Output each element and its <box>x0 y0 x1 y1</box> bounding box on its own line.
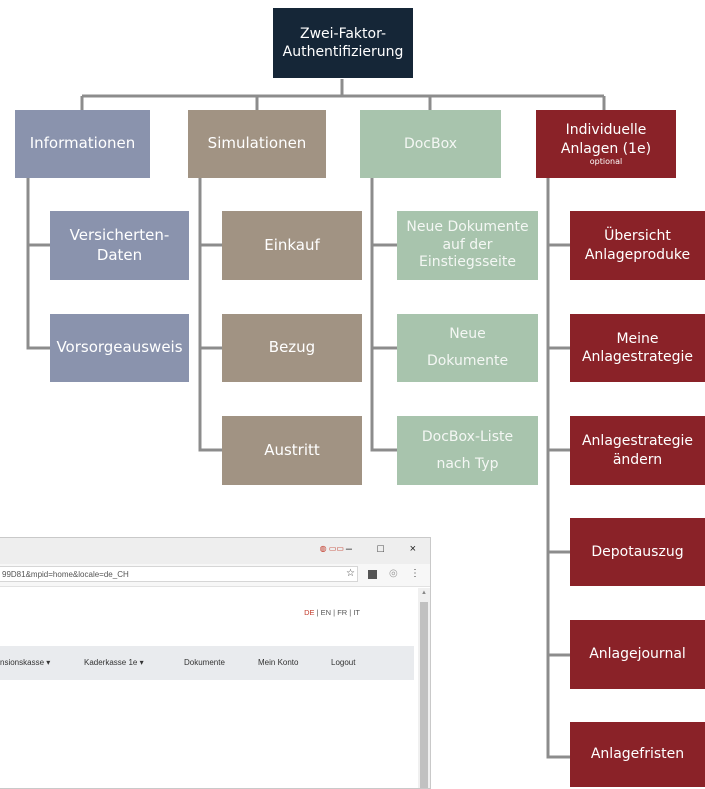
node-anlagefristen: Anlagefristen <box>570 722 705 787</box>
node-austritt: Austritt <box>222 416 362 485</box>
node-informationen: Informationen <box>15 110 150 178</box>
nav-dokumente[interactable]: Dokumente <box>184 658 225 667</box>
node-bezug: Bezug <box>222 314 362 382</box>
node-individuelle-anlagen-label: Individuelle Anlagen (1e) <box>560 122 652 157</box>
extension-badge-icon[interactable]: ◍ ▭▭ <box>319 544 344 553</box>
browser-titlebar: ◍ ▭▭ – □ × <box>0 538 430 564</box>
scroll-up-icon[interactable]: ▲ <box>421 590 427 596</box>
node-uebersicht-anlageprodukte: Übersicht Anlageproduke <box>570 211 705 280</box>
site-navigation: nsionskasse ▾ Kaderkasse 1e ▾ Dokumente … <box>0 646 414 680</box>
extension-icon[interactable] <box>368 570 377 579</box>
node-vorsorgeausweis: Vorsorgeausweis <box>50 314 189 382</box>
close-icon[interactable]: × <box>409 543 416 555</box>
maximize-icon[interactable]: □ <box>377 543 384 555</box>
nav-logout[interactable]: Logout <box>331 658 356 667</box>
node-individuelle-anlagen-optional: optional <box>589 157 623 167</box>
node-neue-dokumente-einstiegsseite: Neue Dokumente auf der Einstiegsseite <box>397 211 538 280</box>
node-individuelle-anlagen: Individuelle Anlagen (1e) optional <box>536 110 676 178</box>
nav-mein-konto[interactable]: Mein Konto <box>258 658 299 667</box>
browser-menu-icon[interactable]: ⋮ <box>410 568 420 579</box>
nav-pensionskasse[interactable]: nsionskasse ▾ <box>0 658 51 667</box>
node-anlagejournal: Anlagejournal <box>570 620 705 689</box>
lang-other-links[interactable]: | EN | FR | IT <box>314 608 360 617</box>
node-depotauszug: Depotauszug <box>570 518 705 586</box>
nav-kaderkasse[interactable]: Kaderkasse 1e ▾ <box>84 658 144 667</box>
language-switcher: DE | EN | FR | IT <box>304 608 360 617</box>
browser-window: ◍ ▭▭ – □ × 99D81&mpid=home&locale=de_CH … <box>0 537 431 789</box>
minimize-icon[interactable]: – <box>345 543 352 555</box>
node-docbox-liste: DocBox-Liste nach Typ <box>397 416 538 485</box>
bookmark-star-icon[interactable]: ☆ <box>346 568 355 579</box>
browser-toolbar: 99D81&mpid=home&locale=de_CH ☆ ◎ ⋮ <box>0 564 430 587</box>
node-neue-dokumente: Neue Dokumente <box>397 314 538 382</box>
node-meine-anlagestrategie: Meine Anlagestrategie <box>570 314 705 382</box>
node-simulationen: Simulationen <box>188 110 326 178</box>
node-einkauf: Einkauf <box>222 211 362 280</box>
root-node-zwei-faktor: Zwei-Faktor- Authentifizierung <box>273 8 413 78</box>
scroll-thumb[interactable] <box>420 602 428 788</box>
lang-de-link[interactable]: DE <box>304 608 315 617</box>
node-anlagestrategie-aendern: Anlagestrategie ändern <box>570 416 705 485</box>
node-docbox: DocBox <box>360 110 501 178</box>
node-versicherten-daten: Versicherten- Daten <box>50 211 189 280</box>
address-bar[interactable]: 99D81&mpid=home&locale=de_CH <box>0 566 358 582</box>
extension-icon-2[interactable]: ◎ <box>389 568 398 579</box>
